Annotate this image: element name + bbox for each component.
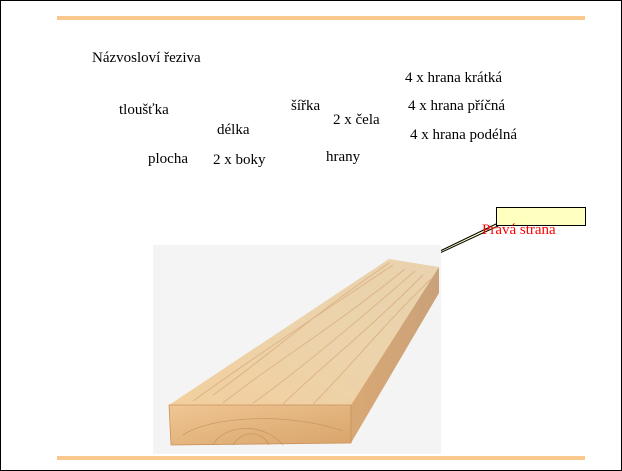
wooden-plank-image <box>153 245 441 454</box>
wooden-plank-photo <box>153 245 441 454</box>
bottom-accent-rule <box>57 456 585 460</box>
callout-text-prava-strana: Pravá strana <box>482 223 556 238</box>
